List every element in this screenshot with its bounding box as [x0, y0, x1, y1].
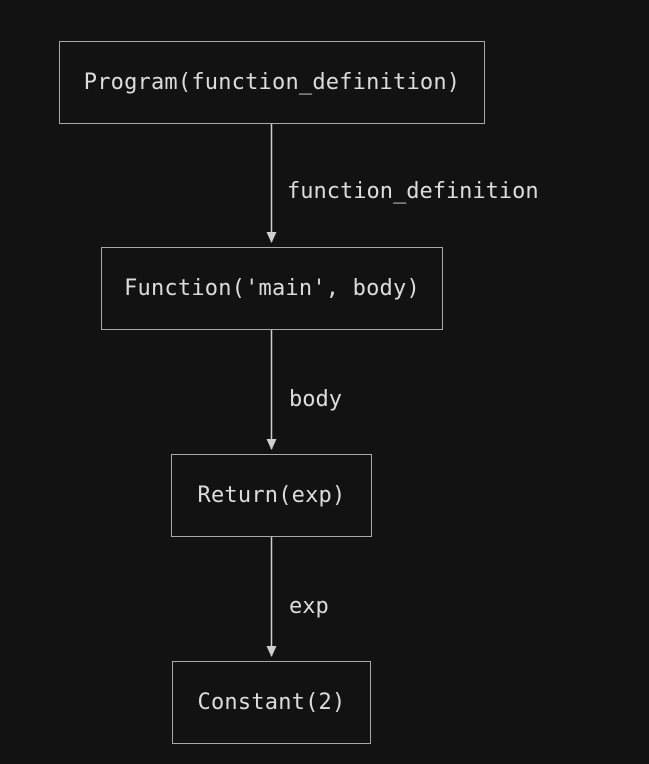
node-program-label: Program(function_definition) [83, 70, 461, 95]
edge-program-to-function [266, 124, 277, 243]
node-return: Return(exp) [171, 454, 372, 537]
edge-function-to-return [266, 330, 277, 450]
node-constant: Constant(2) [172, 661, 371, 744]
node-program: Program(function_definition) [59, 41, 485, 124]
node-return-label: Return(exp) [197, 483, 346, 508]
edge-return-to-constant [266, 537, 277, 657]
node-function: Function('main', body) [101, 247, 443, 330]
node-constant-label: Constant(2) [197, 690, 346, 715]
node-function-label: Function('main', body) [124, 276, 420, 301]
edge-label-exp: exp [289, 594, 329, 619]
edge-label-function-definition: function_definition [287, 179, 539, 204]
arrowhead-icon [266, 646, 277, 657]
arrowhead-icon [266, 232, 277, 243]
edge-label-body: body [289, 387, 342, 412]
arrowhead-icon [266, 439, 277, 450]
